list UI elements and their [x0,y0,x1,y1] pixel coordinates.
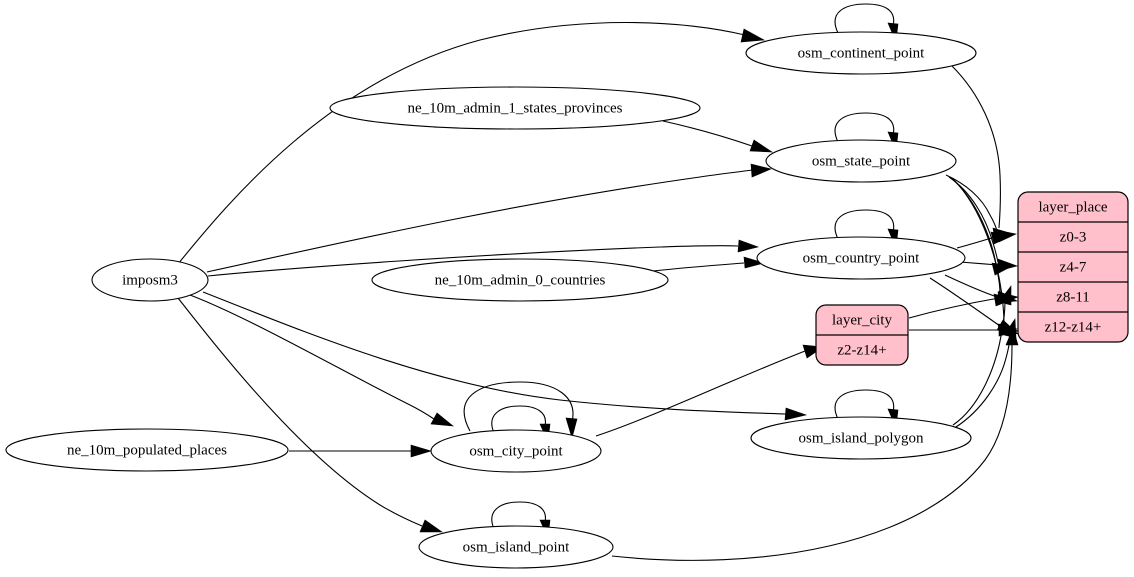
edge-layer [177,3,1019,561]
edge-osm-island-polygon-to-layer-place-z12-z14 [955,318,1017,428]
edge-ne-countries-to-osm-country-point [652,256,766,272]
edge-imposm3-to-osm-continent-point [177,22,766,265]
node-osm-state-point[interactable]: osm_state_point [765,139,957,183]
edge-osm-city-point-incoming-arc [463,381,578,440]
record-node-layer-city[interactable]: layer_city z2-z14+ [815,304,909,366]
edge-osm-island-polygon-to-layer-place-z8-11 [952,285,1012,426]
edge-ne-populated-to-osm-city-point [289,444,433,458]
node-ne-10m-populated-places[interactable]: ne_10m_populated_places [5,428,289,472]
node-ne-10m-admin-0-countries[interactable]: ne_10m_admin_0_countries [371,258,669,302]
edge-osm-state-point-to-layer-place-z8-11 [950,177,1014,307]
edge-osm-continent-point-to-layer-place-z0-3 [951,65,1014,242]
node-osm-city-point[interactable]: osm_city_point [430,429,602,473]
node-layer: imposm3 ne_10m_admin_1_states_provinces … [5,31,977,569]
edge-osm-country-point-to-layer-place-z0-3 [956,229,1017,249]
node-imposm3[interactable]: imposm3 [91,258,209,302]
node-ne-10m-admin-1-states-provinces[interactable]: ne_10m_admin_1_states_provinces [329,86,701,130]
edge-osm-island-point-to-layer-place-z12-z14 [611,327,1019,561]
node-osm-island-point[interactable]: osm_island_point [418,525,614,569]
edge-layer-city-to-layer-place-z8-11 [908,291,1019,319]
record-node-layer-place[interactable]: layer_place z0-3 z4-7 z8-11 z12-z14+ [1017,191,1129,343]
edge-imposm3-to-osm-country-point [207,239,760,277]
node-osm-continent-point[interactable]: osm_continent_point [745,31,977,75]
edge-imposm3-to-osm-city-point [189,294,454,427]
edge-imposm3-to-osm-state-point [206,163,772,273]
edge-imposm3-to-osm-island-point [177,297,443,533]
node-osm-island-polygon[interactable]: osm_island_polygon [750,416,972,460]
edge-imposm3-to-osm-island-polygon [202,291,808,421]
node-osm-country-point[interactable]: osm_country_point [756,236,966,280]
edge-ne-states-to-osm-state-point [662,120,774,153]
edge-osm-country-point-to-layer-place-z4-7 [959,258,1018,272]
